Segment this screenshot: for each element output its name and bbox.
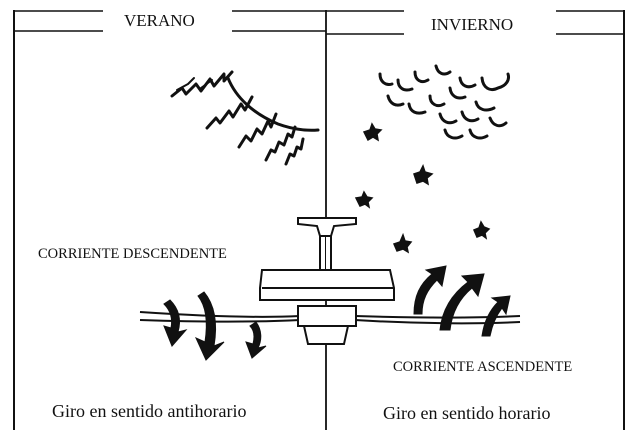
summer-rotation-caption: Giro en sentido antihorario: [52, 401, 247, 421]
sun-icon: [170, 70, 320, 166]
upward-airflow-arrows: [413, 265, 511, 337]
cloud-icon: [378, 64, 510, 140]
winter-rotation-caption: Giro en sentido horario: [383, 403, 551, 423]
snowflake-icon: [354, 122, 491, 254]
upward-current-label: CORRIENTE ASCENDENTE: [393, 359, 573, 375]
downward-current-label: CORRIENTE DESCENDENTE: [38, 246, 227, 262]
downward-airflow-arrows: [163, 291, 267, 361]
winter-title: INVIERNO: [431, 15, 514, 34]
summer-title: VERANO: [124, 11, 195, 30]
ceiling-fan-illustration: [139, 217, 521, 345]
frame: [13, 10, 625, 430]
